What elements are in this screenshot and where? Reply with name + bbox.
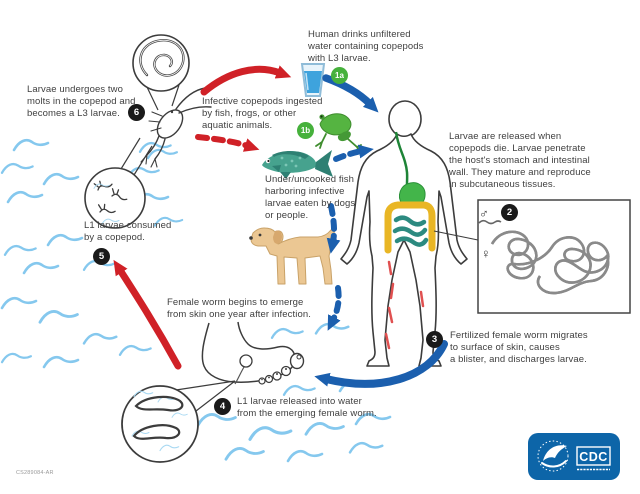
step-badge-1a: 1a [331, 67, 348, 84]
water-glass-icon [300, 63, 326, 97]
cycle-arrows [113, 65, 448, 388]
arrow-dog-to-water [327, 285, 342, 331]
big-toe [289, 352, 305, 370]
document-id: CS289084-AR [16, 470, 54, 476]
copepod-icon [140, 87, 212, 168]
dog-icon [249, 227, 335, 285]
arrow-fish-to-dog [326, 203, 341, 254]
released-larvae [132, 395, 184, 440]
arrow-fish-to-human [333, 144, 374, 162]
annotation-uncooked-fish: Under/uncooked fish harboring infective … [265, 174, 356, 222]
annotation-larvae-molts: Larvae undergoes two molts in the copepo… [27, 84, 136, 120]
cdc-logo-text: CDC [579, 450, 608, 464]
fish-icon [262, 150, 333, 179]
male-worm [478, 219, 502, 225]
dog-eye [258, 233, 262, 237]
male-symbol: ♂ [479, 206, 489, 221]
worm-migration-marks [384, 260, 425, 350]
arrow-copepod-to-glass [200, 65, 292, 96]
digestive-tract [384, 131, 436, 254]
dog-nose [249, 236, 253, 240]
annotation-drink-water: Human drinks unfiltered water containing… [308, 29, 424, 65]
hhs-eagle-icon [543, 445, 567, 461]
emerging-worm [234, 366, 245, 385]
dog-ear [273, 230, 282, 244]
human-figure [340, 100, 468, 367]
l1-larvae-magnifier [84, 137, 153, 229]
female-symbol: ♀ [481, 246, 491, 261]
blister [239, 354, 253, 368]
arrow-foot-to-copepod [113, 259, 182, 370]
l3-larva-magnifier [132, 34, 190, 111]
annotation-l1-released: L1 larvae released into water from the e… [237, 396, 377, 420]
frog-icon [315, 113, 362, 152]
hhs-seal-ring [537, 440, 569, 472]
step-badge-3: 3 [426, 331, 443, 348]
l1-release-magnifier [121, 385, 199, 463]
step-badge-1b: 1b [297, 122, 314, 139]
arrow-glass-to-human [322, 74, 379, 113]
arrow-copepod-to-fish [195, 134, 260, 152]
arrow-human-to-foot [314, 340, 448, 388]
annotation-l1-consumed: L1 larvae consumed by a copepod. [84, 220, 172, 244]
annotation-female-emerges: Female worm begins to emerge from skin o… [167, 297, 311, 321]
annotation-fertilized-female: Fertilized female worm migrates to surfa… [450, 330, 588, 366]
annotation-copepods-ingested: Infective copepods ingested by fish, fro… [202, 96, 323, 132]
step-badge-4: 4 [214, 398, 231, 415]
cdc-logo: CDC [528, 433, 620, 480]
annotation-larvae-released: Larvae are released when copepods die. L… [449, 131, 591, 191]
step-badge-5: 5 [93, 248, 110, 265]
foot-illustration [121, 321, 305, 463]
step-badge-6: 6 [128, 104, 145, 121]
step-badge-2: 2 [501, 204, 518, 221]
